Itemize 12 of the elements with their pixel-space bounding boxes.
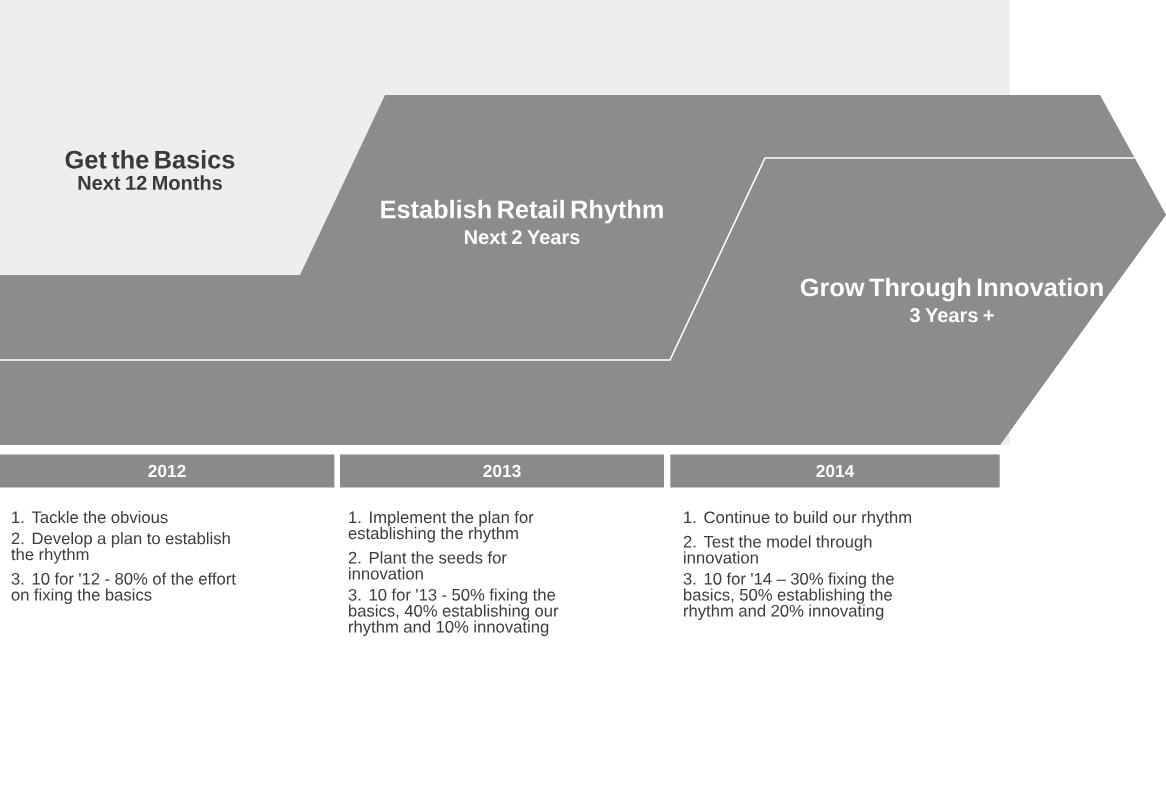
list-item: 1. Continue to build our rhythm <box>684 510 911 527</box>
year-header: 2013 <box>340 454 664 488</box>
list-item: 1. Implement the plan for establishing the rhythm <box>348 510 534 543</box>
year-header: 2012 <box>0 454 335 488</box>
list-item: 2. Develop a plan to establish the rhythm <box>11 532 230 564</box>
list-item: 3. 10 for '14 – 30% fixing the basics, 50% establishing the rhythm and 20% innovating <box>683 572 894 620</box>
year-header: 2014 <box>670 454 1000 488</box>
list-item: 2. Plant the seeds for innovation <box>348 551 507 580</box>
list-item: 2. Test the model through innovation <box>683 535 872 564</box>
list-item: 3. 10 for '12 - 80% of the effort on fixing the basics <box>11 572 236 604</box>
list-item: 1. Tackle the obvious <box>12 510 168 524</box>
list-item: 3. 10 for '13 - 50% fixing the basics, 40% establishing our rhythm and 10% innovating <box>348 588 559 636</box>
